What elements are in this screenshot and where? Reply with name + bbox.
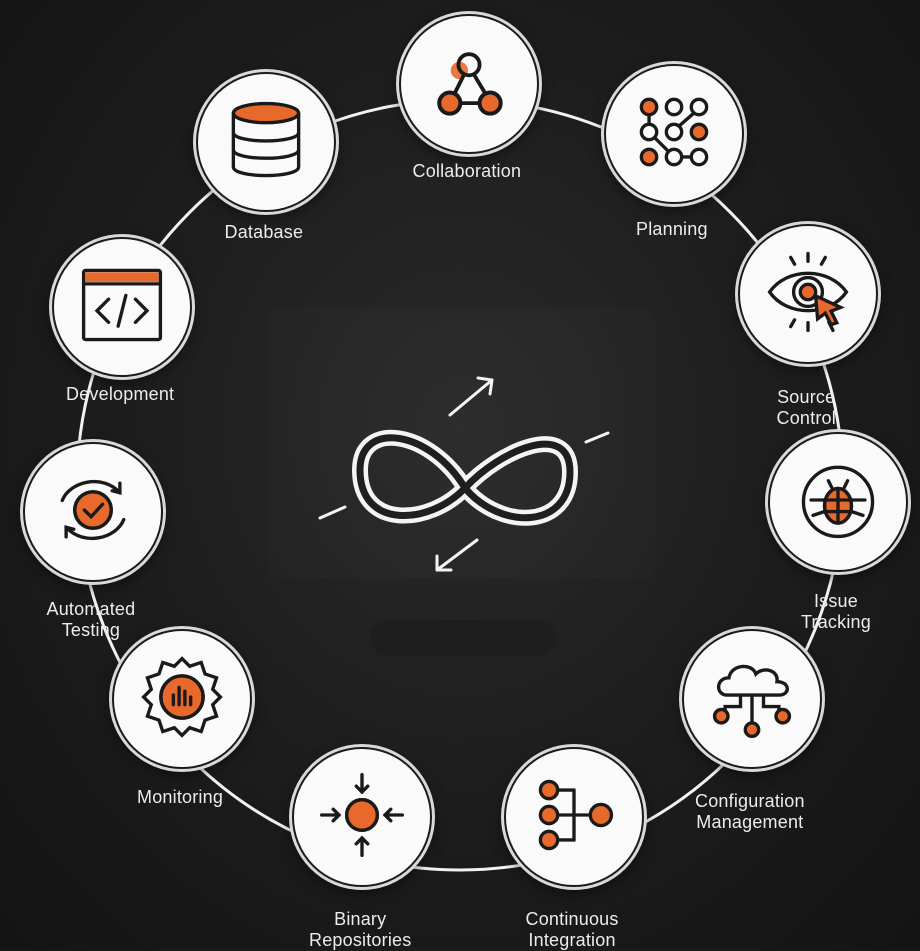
database-icon xyxy=(218,92,314,193)
label-development: Development xyxy=(66,384,175,404)
label-collaboration: Collaboration xyxy=(412,161,522,181)
label-issue-tracking: Issue Tracking xyxy=(801,591,871,632)
center-pill xyxy=(370,620,556,656)
label-monitoring: Monitoring xyxy=(137,787,224,807)
label-database: Database xyxy=(224,222,304,242)
center-panel xyxy=(268,308,656,578)
bug-icon xyxy=(790,452,886,553)
check-cycle-icon xyxy=(45,462,141,563)
node-monitoring[interactable] xyxy=(112,629,252,769)
node-issue-tracking[interactable] xyxy=(768,432,908,572)
eye-cursor-icon xyxy=(760,244,856,345)
node-continuous-integration[interactable] xyxy=(504,747,644,887)
node-database[interactable] xyxy=(196,72,336,212)
gear-chart-icon xyxy=(134,649,230,750)
node-planning[interactable] xyxy=(604,64,744,204)
label-source-control: Source Control xyxy=(776,387,836,428)
planning-icon xyxy=(626,84,722,185)
node-configuration-management[interactable] xyxy=(682,629,822,769)
code-window-icon xyxy=(74,257,170,358)
node-development[interactable] xyxy=(52,237,192,377)
label-continuous-integration: Continuous Integration xyxy=(525,909,619,950)
converge-arrows-icon xyxy=(314,767,410,868)
node-collaboration[interactable] xyxy=(399,14,539,154)
node-automated-testing[interactable] xyxy=(23,442,163,582)
label-binary-repositories: Binary Repositories xyxy=(309,909,412,950)
node-binary-repositories[interactable] xyxy=(292,747,432,887)
node-source-control[interactable] xyxy=(738,224,878,364)
flow-tree-icon xyxy=(526,767,622,868)
label-configuration-management: Configuration Management xyxy=(695,791,805,832)
label-planning: Planning xyxy=(636,219,708,239)
label-automated-testing: Automated Testing xyxy=(46,599,136,640)
cloud-network-icon xyxy=(704,649,800,750)
collaboration-icon xyxy=(421,34,517,135)
